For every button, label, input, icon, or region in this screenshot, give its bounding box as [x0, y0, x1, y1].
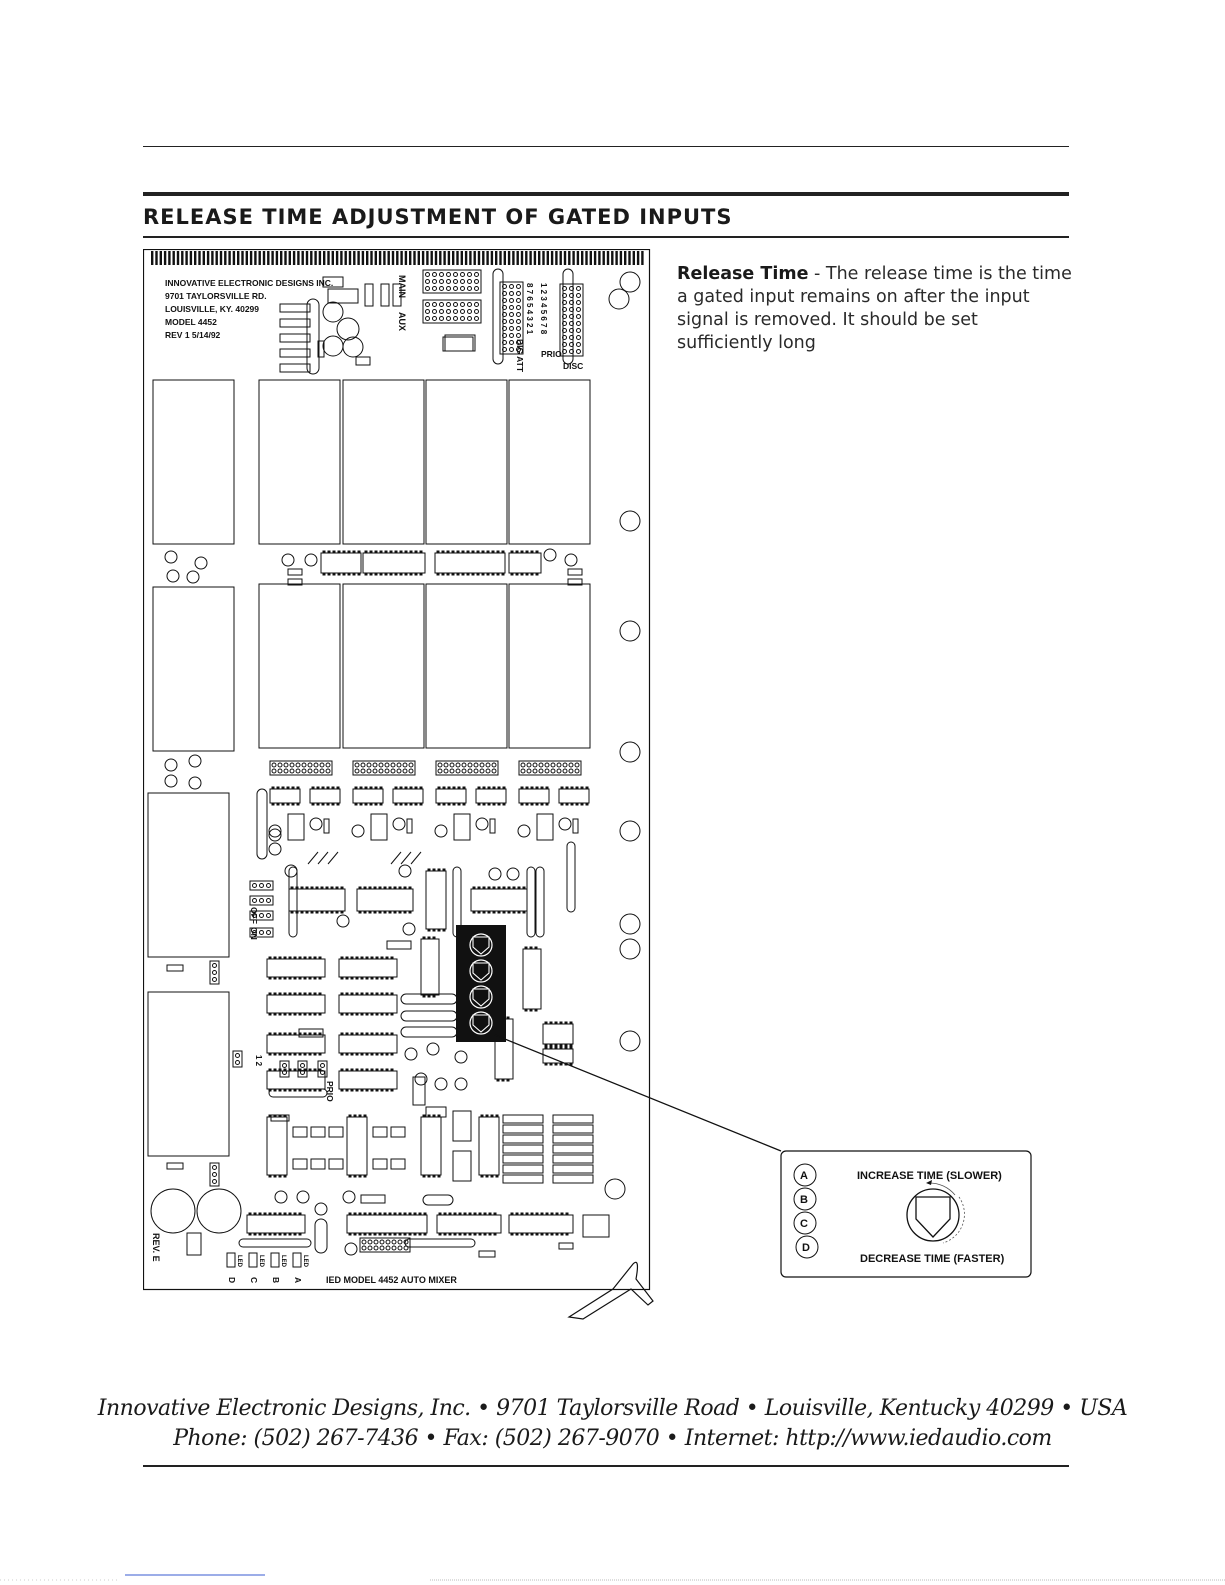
callout-leader-line [494, 1034, 782, 1152]
aux-label: AUX [397, 312, 407, 331]
one-two-label: 1 2 [254, 1055, 263, 1067]
decrease-time-label: DECREASE TIME (FASTER) [860, 1253, 1005, 1265]
disc-label: DISC [563, 361, 583, 371]
section-title: RELEASE TIME ADJUSTMENT OF GATED INPUTS [143, 205, 733, 229]
led-letter-a: A [293, 1277, 303, 1283]
led-row: LED LED LED LED D C B A [226, 1252, 308, 1283]
maker-text-block: INNOVATIVE ELECTRONIC DESIGNS INC. 9701 … [165, 278, 333, 340]
scan-edge-strip [0, 1574, 1225, 1581]
release-time-description: - The release time is the time a gated i… [677, 264, 1072, 353]
maker-line-5: REV 1 5/14/92 [165, 330, 221, 340]
led-tag-a: LED [302, 1255, 308, 1268]
callout-pot-b: B [800, 1194, 808, 1206]
increase-time-label: INCREASE TIME (SLOWER) [857, 1170, 1002, 1182]
maker-line-2: 9701 TAYLORSVILLE RD. [165, 291, 267, 301]
callout-pot-d: D [802, 1242, 810, 1254]
rev-label: REV. E [151, 1233, 161, 1262]
release-time-term: Release Time [677, 264, 809, 284]
led-tag-d: LED [236, 1255, 242, 1268]
top-digits-label-2: 1 2 3 4 5 6 7 8 [539, 283, 548, 335]
callout-pot-c: C [800, 1218, 808, 1230]
release-time-pots [456, 925, 506, 1042]
top-digits-label: 8 7 6 5 4 3 2 1 [525, 283, 534, 335]
ejector-lever [567, 1261, 654, 1320]
header-thick-rule [143, 192, 1069, 196]
led-tag-c: LED [258, 1255, 264, 1268]
top-jumper-blocks [422, 269, 584, 357]
prio-mid-label: PRIO [325, 1081, 335, 1102]
prio-top-label: PRIO [541, 349, 562, 359]
title-underline [143, 236, 1069, 238]
edge-connector-teeth [151, 251, 644, 265]
main-label: MAIN [397, 275, 407, 298]
led-letter-d: D [227, 1277, 237, 1283]
led-tag-b: LED [280, 1255, 286, 1268]
dig-att-label: DIG ATT [515, 339, 525, 373]
off-label: OFF [249, 907, 259, 924]
release-time-callout: A B C D INCREASE TIME (SLOWER) DECREASE … [780, 1150, 1032, 1278]
release-time-paragraph: Release Time - The release time is the t… [677, 263, 1077, 355]
maker-line-3: LOUISVILLE, KY. 40299 [165, 304, 259, 314]
callout-pot-a: A [800, 1170, 808, 1182]
maker-line-4: MODEL 4452 [165, 317, 217, 327]
on-label: ON [249, 927, 259, 940]
footer-address: Innovative Electronic Designs, Inc. • 97… [97, 1396, 1128, 1421]
footer-contact: Phone: (502) 267-7436 • Fax: (502) 267-9… [173, 1426, 1052, 1451]
maker-line-1: INNOVATIVE ELECTRONIC DESIGNS INC. [165, 278, 333, 288]
led-letter-c: C [249, 1277, 259, 1283]
footer-rule [143, 1465, 1069, 1467]
header-thin-rule [143, 146, 1069, 147]
model-label: IED MODEL 4452 AUTO MIXER [326, 1275, 457, 1285]
led-letter-b: B [271, 1277, 281, 1283]
circuit-board-diagram: INNOVATIVE ELECTRONIC DESIGNS INC. 9701 … [143, 249, 1032, 1320]
